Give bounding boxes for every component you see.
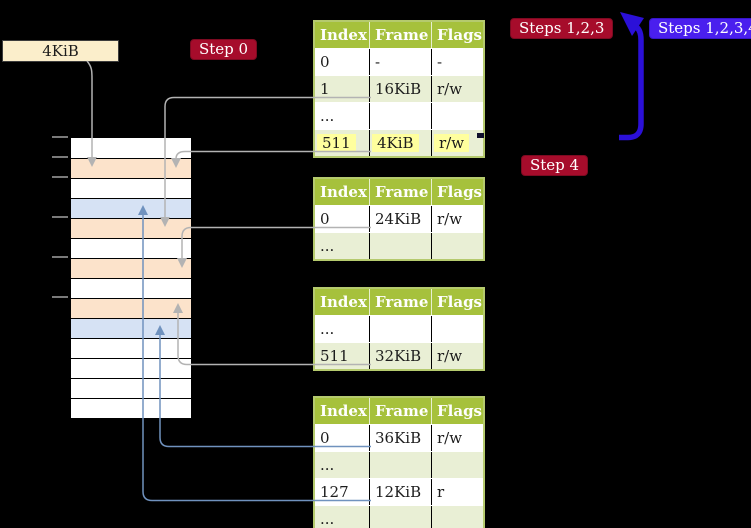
header-flags: Flags — [431, 22, 483, 48]
table-row: ... — [315, 505, 483, 528]
badge-step-4: Step 4 — [521, 155, 589, 176]
memory-row-1 — [71, 158, 191, 178]
highlighted-cell: 511 — [317, 134, 356, 152]
strip-tick — [52, 156, 68, 158]
memory-row-8 — [71, 298, 191, 318]
header-flags: Flags — [431, 289, 483, 315]
header-flags: Flags — [431, 398, 483, 424]
badge-step-0: Step 0 — [190, 39, 258, 60]
strip-tick — [52, 296, 68, 298]
header-frame: Frame — [369, 289, 431, 315]
frame-size-label: 4KiB — [2, 40, 119, 62]
table-row: ... — [315, 102, 483, 129]
header-frame: Frame — [369, 179, 431, 205]
memory-row-4 — [71, 218, 191, 238]
header-index: Index — [320, 183, 367, 201]
badge-steps-1-2-3: Steps 1,2,3 — [510, 18, 614, 39]
strip-tick — [52, 176, 68, 178]
table-header: Index Frame Flags — [315, 179, 483, 205]
header-index: Index — [320, 26, 367, 44]
memory-row-11 — [71, 358, 191, 378]
table-row: 511 32KiB r/w — [315, 342, 483, 369]
header-index: Index — [320, 402, 367, 420]
memory-row-7 — [71, 278, 191, 298]
table-header: Index Frame Flags — [315, 289, 483, 315]
memory-row-6 — [71, 258, 191, 278]
memory-row-10 — [71, 338, 191, 358]
memory-row-3 — [71, 198, 191, 218]
header-frame: Frame — [369, 398, 431, 424]
frame-size-label-text: 4KiB — [42, 42, 79, 60]
strip-tick — [52, 216, 68, 218]
header-index: Index — [320, 293, 367, 311]
strip-ticks — [52, 136, 68, 418]
table-row: 1 16KiB r/w — [315, 75, 483, 102]
table-row-highlighted: 511 4KiB r/w — [315, 129, 483, 156]
header-flags: Flags — [431, 179, 483, 205]
table-header: Index Frame Flags — [315, 22, 483, 48]
strip-tick — [52, 256, 68, 258]
table-row: ... — [315, 315, 483, 342]
table-row: 0 24KiB r/w — [315, 205, 483, 232]
badge-steps-1-2-3-4: Steps 1,2,3,4 — [649, 18, 751, 39]
strip-tick — [52, 136, 68, 138]
page-table-level-2: Index Frame Flags ... 511 32KiB r/w — [313, 287, 485, 371]
memory-row-5 — [71, 238, 191, 258]
highlighted-cell: r/w — [434, 134, 470, 152]
memory-row-13 — [71, 398, 191, 418]
table-row: 0 - - — [315, 48, 483, 75]
table-row: 0 36KiB r/w — [315, 424, 483, 451]
header-frame: Frame — [369, 22, 431, 48]
page-table-level-1: Index Frame Flags 0 36KiB r/w ... 127 12… — [313, 396, 485, 528]
memory-row-12 — [71, 378, 191, 398]
table-header: Index Frame Flags — [315, 398, 483, 424]
memory-strip — [70, 137, 192, 419]
memory-row-9 — [71, 318, 191, 338]
highlighted-cell: 4KiB — [372, 134, 419, 152]
memory-row-0 — [71, 138, 191, 158]
page-table-level-4: Index Frame Flags 0 - - 1 16KiB r/w ... … — [313, 20, 485, 158]
recursive-loop-arrow — [619, 12, 644, 141]
page-table-level-3: Index Frame Flags 0 24KiB r/w ... — [313, 177, 485, 261]
table-row: ... — [315, 451, 483, 478]
table-row: 127 12KiB r — [315, 478, 483, 505]
memory-row-2 — [71, 178, 191, 198]
table-row: ... — [315, 232, 483, 259]
